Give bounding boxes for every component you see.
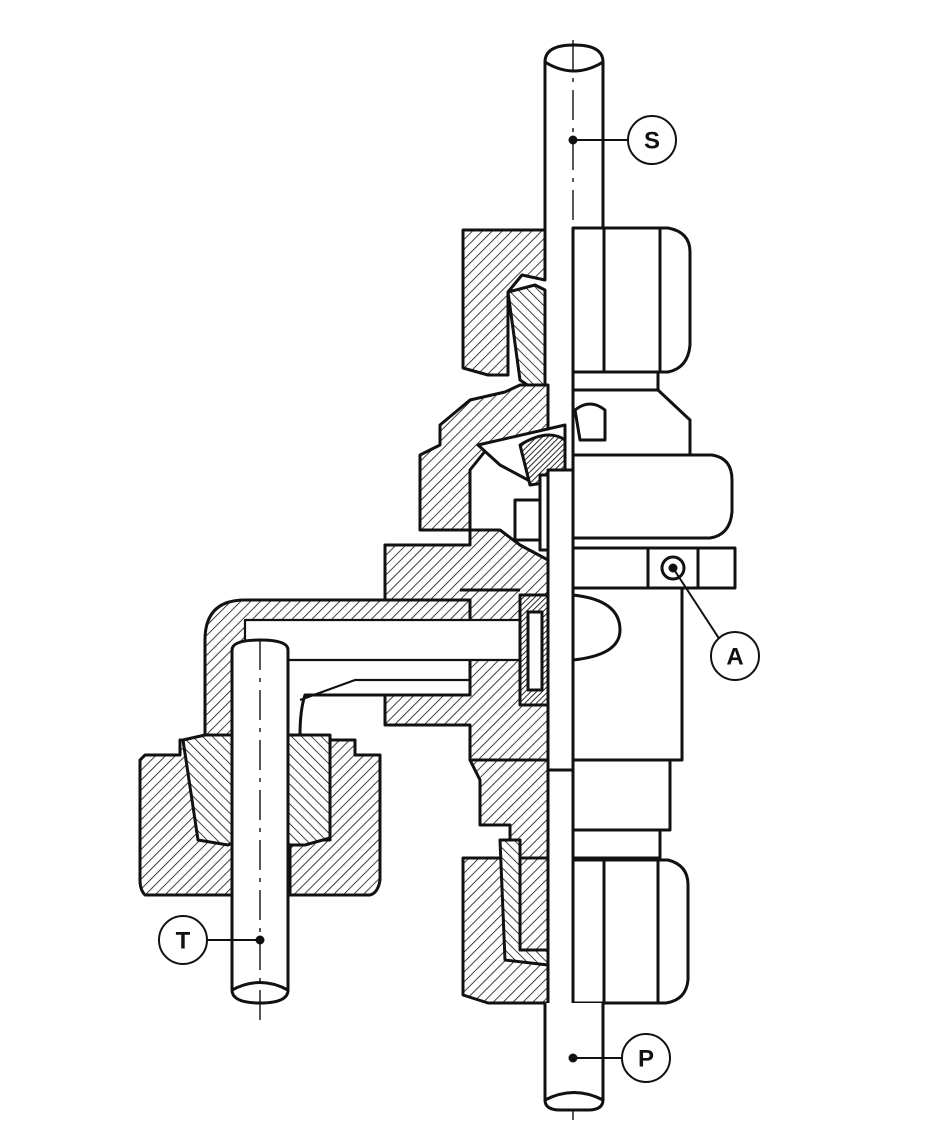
callout-s-label: S xyxy=(644,128,660,155)
callout-s-circle xyxy=(627,115,677,165)
lower-nut-section xyxy=(461,838,550,1005)
seat-detail xyxy=(460,588,550,707)
upper-collar xyxy=(571,370,692,457)
callout-a-circle xyxy=(710,631,760,681)
lower-nut-hex xyxy=(571,858,690,1005)
callout-a-label: A xyxy=(726,644,743,671)
side-nut-section xyxy=(138,733,382,897)
upper-nut-hex xyxy=(571,226,692,374)
side-tube xyxy=(230,638,290,1020)
clamp-plate xyxy=(571,546,737,590)
lower-body-exterior xyxy=(571,586,684,860)
callout-p-label: P xyxy=(638,1046,654,1073)
callout-t-circle xyxy=(158,915,208,965)
bonnet-exterior xyxy=(571,453,734,540)
callout-p-circle xyxy=(621,1033,671,1083)
callout-t-label: T xyxy=(176,928,191,955)
upper-nut-section xyxy=(461,228,547,392)
